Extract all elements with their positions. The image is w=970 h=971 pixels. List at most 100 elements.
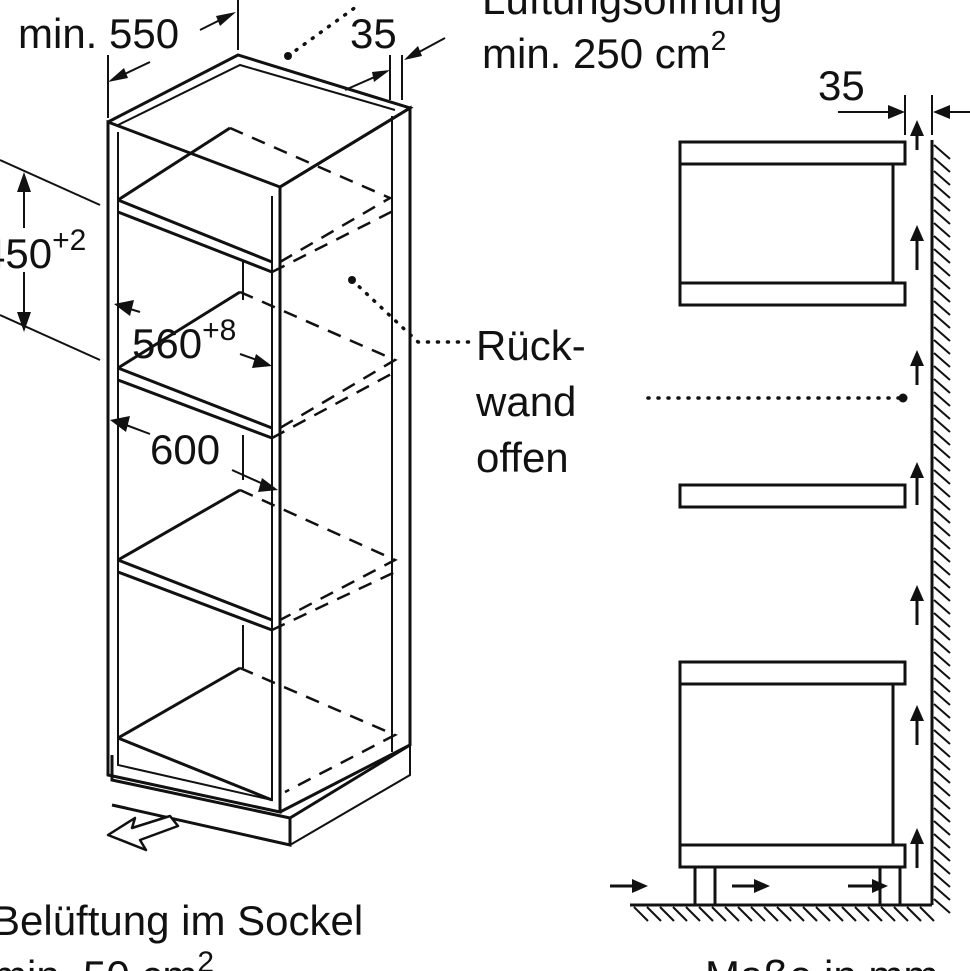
- airflow-up-arrow-head: [910, 225, 924, 241]
- wall-hatch-line: [933, 560, 951, 576]
- cabinet-top-inner: [117, 63, 396, 126]
- wall-hatch-line: [933, 443, 951, 459]
- floor-hatch-line: [867, 906, 883, 922]
- label-35-top: 35: [350, 10, 397, 57]
- cabinet-3d-view: [0, 0, 474, 852]
- label-units: Maße in mm: [705, 952, 938, 971]
- wall-hatch-line: [933, 521, 951, 537]
- label-rueck-1: Rück-: [476, 322, 586, 369]
- leader-dot: [898, 393, 908, 403]
- wall-hatch-line: [933, 235, 951, 251]
- floor-hatch-line: [919, 906, 935, 922]
- label-560: 560+8: [132, 314, 236, 367]
- shelf-3-left: [117, 488, 241, 562]
- upper-unit-back: [891, 162, 905, 285]
- plinth-vent-arrow-icon: [106, 814, 180, 852]
- wall-hatch-line: [933, 794, 951, 810]
- airflow-right-arrow-head: [872, 879, 888, 893]
- arrowhead: [888, 105, 905, 119]
- wall-hatch-line: [933, 846, 951, 862]
- lower-unit-back: [891, 682, 905, 847]
- label-rueck-3: offen: [476, 434, 569, 481]
- wall-hatch-line: [933, 196, 951, 212]
- wall-hatch-line: [933, 391, 951, 407]
- wall-hatch-line: [933, 157, 951, 173]
- wall-hatch-line: [933, 716, 951, 732]
- wall-hatch-line: [933, 170, 951, 186]
- airflow-right-arrows: [610, 879, 888, 893]
- wall-hatch: [933, 144, 951, 914]
- hidden-shelf-3: [239, 488, 398, 622]
- wall-hatch-line: [933, 599, 951, 615]
- arrowhead: [252, 354, 272, 368]
- wall-hatch-line: [933, 872, 951, 888]
- arrowhead: [258, 478, 278, 492]
- plinth-top-edge: [289, 743, 411, 820]
- cabinet-front-inner: [117, 132, 273, 802]
- hidden-shelf-2: [239, 290, 398, 430]
- floor-hatch-line: [893, 906, 909, 922]
- wall-hatch-line: [933, 339, 951, 355]
- wall-hatch-line: [933, 781, 951, 797]
- hidden-shelf-3b: [271, 570, 396, 632]
- upper-unit-top: [678, 140, 907, 166]
- shelf-1: [117, 198, 273, 264]
- shelf-1-left: [117, 126, 231, 202]
- wall-hatch-line: [933, 482, 951, 498]
- wall-hatch-line: [933, 677, 951, 693]
- wall-hatch-line: [933, 287, 951, 303]
- wall-hatch-line: [933, 885, 951, 901]
- wall-hatch-line: [933, 508, 951, 524]
- cabinet-right-side: [279, 105, 412, 814]
- floor-hatch-line: [724, 906, 740, 922]
- floor-hatch-line: [880, 906, 896, 922]
- shelf-2: [117, 366, 273, 430]
- wall-hatch-line: [933, 612, 951, 628]
- wall-hatch-line: [933, 144, 951, 160]
- airflow-up-arrow-head: [910, 462, 924, 478]
- lower-unit-top: [678, 660, 907, 686]
- label-vent-bottom-2: min. 50 cm2: [0, 946, 214, 971]
- shelf-4: [117, 736, 273, 802]
- wall-hatch-line: [933, 222, 951, 238]
- floor-hatch-line: [763, 906, 779, 922]
- shelf-2b: [117, 378, 273, 440]
- floor-hatch-line: [750, 906, 766, 922]
- floor-hatch-line: [854, 906, 870, 922]
- wall-hatch-line: [933, 261, 951, 277]
- floor-hatch-line: [685, 906, 701, 922]
- floor-hatch: [633, 906, 935, 922]
- wall-hatch-line: [933, 404, 951, 420]
- label-600: 600: [150, 426, 220, 473]
- label-vent-top-1: Lüftungsöffnung: [482, 0, 783, 23]
- floor-hatch-line: [906, 906, 922, 922]
- wall-hatch-line: [933, 469, 951, 485]
- wall-hatch-line: [933, 898, 951, 914]
- label-450: 450+2: [0, 224, 86, 277]
- wall-hatch-line: [933, 365, 951, 381]
- wall-hatch-line: [933, 573, 951, 589]
- wall-hatch-line: [933, 352, 951, 368]
- floor-hatch-line: [672, 906, 688, 922]
- arrowhead: [933, 105, 950, 119]
- wall-hatch-line: [933, 534, 951, 550]
- floor-hatch-line: [789, 906, 805, 922]
- wall-hatch-line: [933, 859, 951, 875]
- wall-hatch-line: [933, 495, 951, 511]
- floor-hatch-line: [659, 906, 675, 922]
- wall-hatch-line: [933, 586, 951, 602]
- hidden-shelf-4: [239, 666, 398, 794]
- plinth-side: [289, 745, 411, 846]
- wall-hatch-line: [933, 690, 951, 706]
- airflow-up-arrow-head: [910, 120, 924, 136]
- section-side-view: [610, 95, 970, 922]
- wall-hatch-line: [933, 833, 951, 849]
- airflow-right-arrow-head: [632, 879, 648, 893]
- shelf-3b: [117, 570, 273, 632]
- wall-hatch-line: [933, 768, 951, 784]
- floor-hatch-line: [776, 906, 792, 922]
- cabinet-top: [107, 53, 414, 189]
- dim-450-ext-top: [0, 159, 101, 206]
- wall-hatch-line: [933, 209, 951, 225]
